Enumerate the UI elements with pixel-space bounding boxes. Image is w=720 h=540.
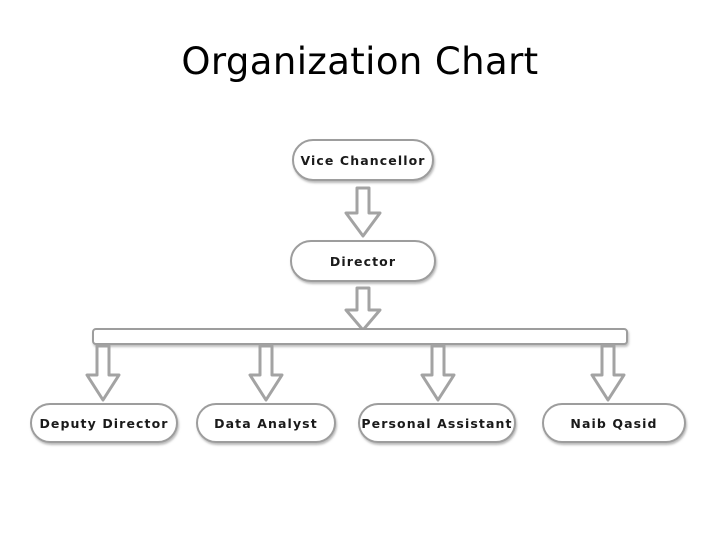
org-node-label: Data Analyst <box>214 415 318 431</box>
org-node-label: Vice Chancellor <box>300 152 426 168</box>
org-node-naib-qasid[interactable]: Naib Qasid <box>542 403 686 443</box>
page-title: Organization Chart <box>181 40 539 83</box>
down-arrow-icon-vc-to-director <box>343 186 383 238</box>
org-node-label: Naib Qasid <box>570 415 658 431</box>
org-node-label: Director <box>329 253 397 269</box>
down-arrow-icon-bar-to-data-analyst <box>247 344 285 402</box>
org-node-deputy-director[interactable]: Deputy Director <box>30 403 178 443</box>
org-node-personal-assistant[interactable]: Personal Assistant <box>358 403 516 443</box>
down-arrow-icon-bar-to-naib-qasid <box>589 344 627 402</box>
org-node-director[interactable]: Director <box>290 240 436 282</box>
org-node-data-analyst[interactable]: Data Analyst <box>196 403 336 443</box>
down-arrow-icon-director-to-bar <box>343 286 383 332</box>
org-node-label: Personal Assistant <box>361 415 513 431</box>
org-node-vice-chancellor[interactable]: Vice Chancellor <box>292 139 434 181</box>
org-node-label: Deputy Director <box>39 415 169 431</box>
down-arrow-icon-bar-to-deputy-director <box>84 344 122 402</box>
down-arrow-icon-bar-to-personal-assistant <box>419 344 457 402</box>
distribution-bar <box>92 328 628 345</box>
